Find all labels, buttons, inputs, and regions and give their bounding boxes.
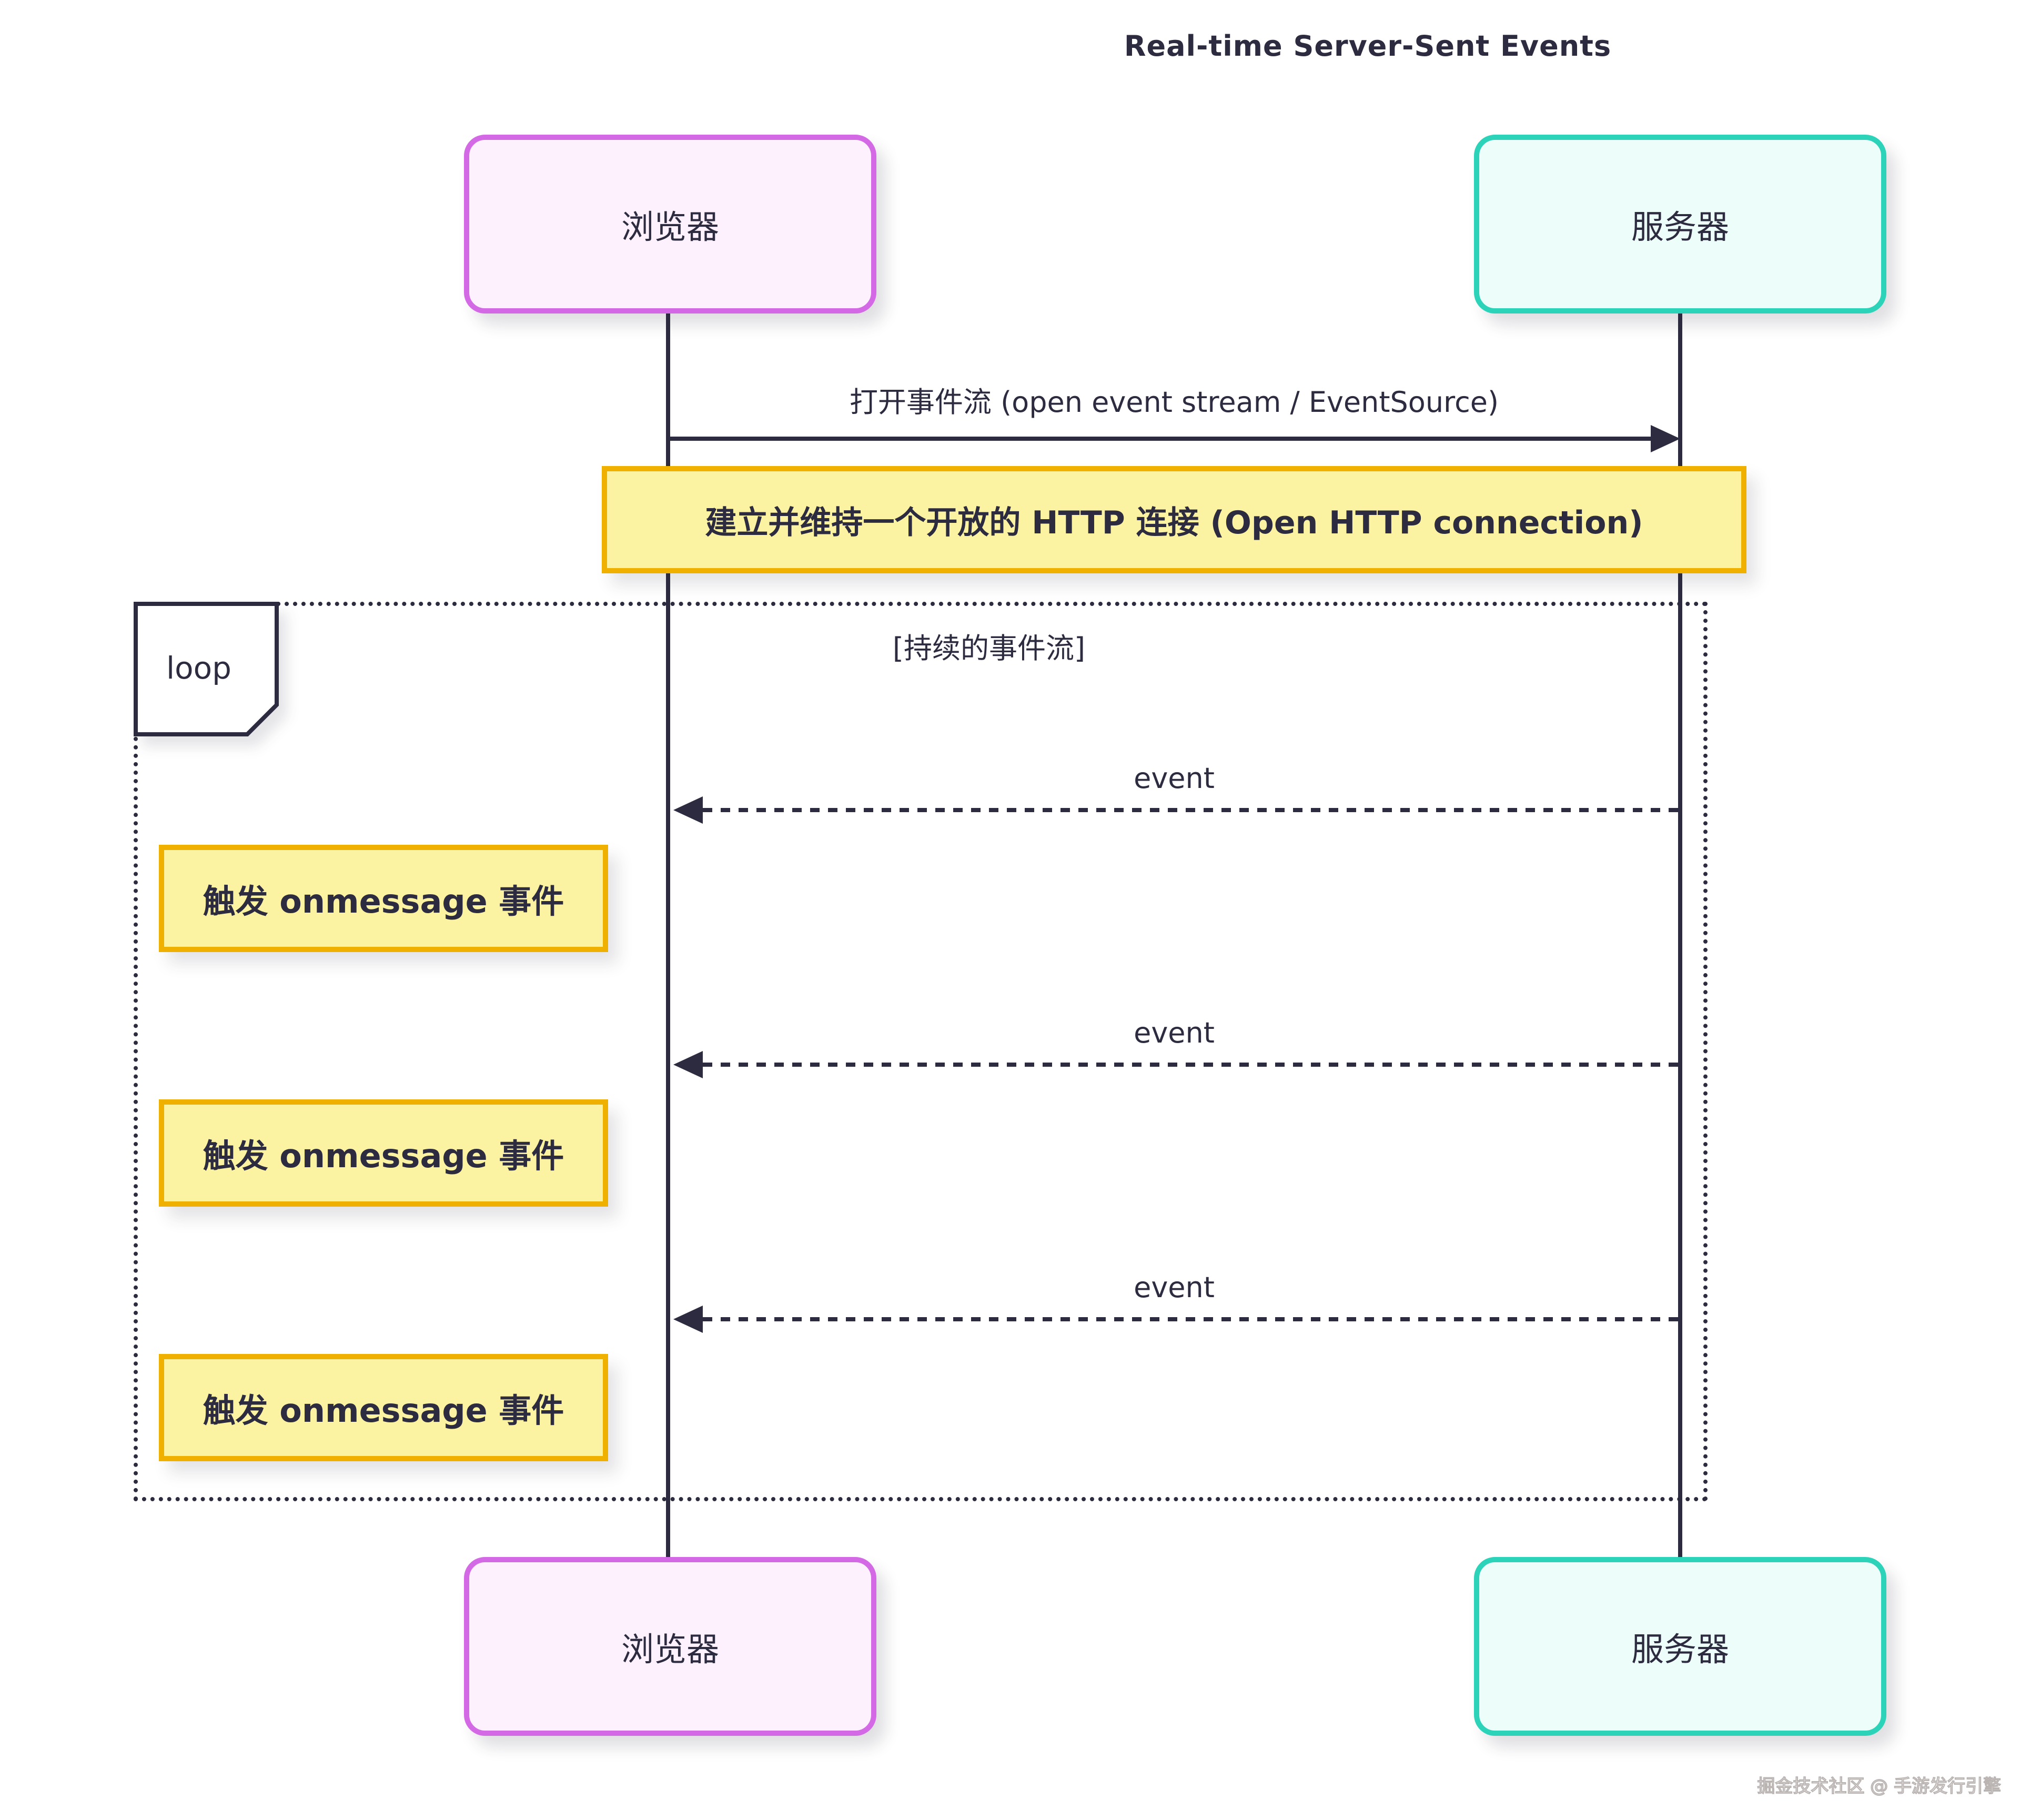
- loop-frame: [134, 602, 1708, 1501]
- event-label: event: [1134, 1016, 1215, 1049]
- note-http-connection-text: 建立并维持一个开放的 HTTP 连接 (Open HTTP connection…: [705, 504, 1643, 541]
- browser-lifeline: [666, 311, 670, 1559]
- message-open-stream-line: [668, 437, 1651, 441]
- actor-server-bottom: 服务器: [1474, 1557, 1886, 1736]
- actor-browser-top: 浏览器: [464, 135, 876, 314]
- diagram-title: Real-time Server-Sent Events: [1124, 29, 1612, 63]
- arrowhead-left-icon: [673, 796, 703, 824]
- note-http-connection: 建立并维持一个开放的 HTTP 连接 (Open HTTP connection…: [602, 466, 1746, 573]
- watermark: 掘金技术社区 @ 手游发行引擎: [1756, 1775, 2002, 1797]
- event-label: event: [1134, 1271, 1215, 1304]
- actor-browser-bottom: 浏览器: [464, 1557, 876, 1736]
- arrowhead-right-icon: [1651, 425, 1680, 452]
- note-onmessage-text: 触发 onmessage 事件: [203, 882, 564, 921]
- actor-browser-label: 浏览器: [621, 208, 719, 246]
- loop-label-pentagon: [134, 602, 279, 736]
- message-open-stream-label: 打开事件流 (open event stream / EventSource): [849, 386, 1499, 419]
- actor-server-label: 服务器: [1631, 1630, 1729, 1669]
- event-line: [703, 808, 1680, 812]
- note-onmessage: 触发 onmessage 事件: [159, 845, 608, 952]
- actor-server-label: 服务器: [1631, 208, 1729, 246]
- loop-label: loop: [166, 650, 231, 686]
- event-line: [703, 1063, 1680, 1067]
- loop-condition: [持续的事件流]: [892, 632, 1086, 665]
- event-label: event: [1134, 762, 1215, 795]
- server-lifeline: [1678, 311, 1682, 1559]
- event-line: [703, 1317, 1680, 1321]
- note-onmessage: 触发 onmessage 事件: [159, 1354, 608, 1461]
- actor-browser-label: 浏览器: [621, 1630, 719, 1669]
- note-onmessage-text: 触发 onmessage 事件: [203, 1137, 564, 1175]
- actor-server-top: 服务器: [1474, 135, 1886, 314]
- note-onmessage: 触发 onmessage 事件: [159, 1099, 608, 1207]
- arrowhead-left-icon: [673, 1051, 703, 1078]
- arrowhead-left-icon: [673, 1306, 703, 1333]
- note-onmessage-text: 触发 onmessage 事件: [203, 1391, 564, 1430]
